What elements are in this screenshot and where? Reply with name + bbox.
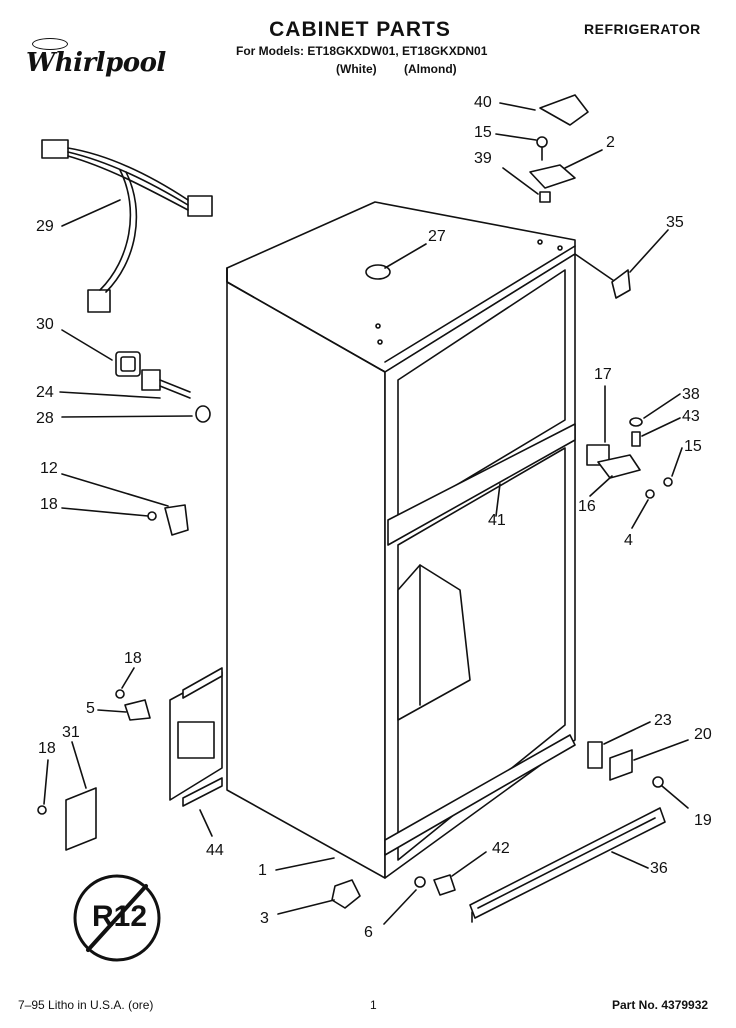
callout-18-lower: 18 xyxy=(38,740,56,757)
screw-6 xyxy=(414,876,426,888)
callout-12: 12 xyxy=(40,460,58,477)
screw-15-center xyxy=(663,477,673,487)
leveler-3 xyxy=(331,879,361,909)
hinge-pin-39 xyxy=(539,191,551,203)
cover-31 xyxy=(65,787,97,851)
callout-44: 44 xyxy=(206,842,224,859)
callout-35: 35 xyxy=(666,214,684,231)
callout-28: 28 xyxy=(36,410,54,427)
hole-plug-27 xyxy=(365,264,391,280)
callout-31: 31 xyxy=(62,724,80,741)
callout-15-center: 15 xyxy=(684,438,702,455)
callout-38: 38 xyxy=(682,386,700,403)
callout-20: 20 xyxy=(694,726,712,743)
screw-4 xyxy=(645,489,655,499)
callout-42: 42 xyxy=(492,840,510,857)
grommet-30 xyxy=(115,351,141,377)
brand-trademark-oval xyxy=(32,38,68,50)
color-almond: (Almond) xyxy=(404,62,457,76)
wire-harness-29 xyxy=(41,139,213,313)
bracket-5 xyxy=(124,699,151,721)
callout-3: 3 xyxy=(260,910,269,927)
bracket-23 xyxy=(587,741,603,769)
callout-23: 23 xyxy=(654,712,672,729)
callout-15-top: 15 xyxy=(474,124,492,141)
top-hinge-cover-40 xyxy=(539,94,589,126)
color-white: (White) xyxy=(336,62,377,76)
callout-2: 2 xyxy=(606,134,615,151)
r12-badge xyxy=(73,874,161,962)
model-numbers: For Models: ET18GKXDW01, ET18GKXDN01 xyxy=(236,44,488,58)
product-category: REFRIGERATOR xyxy=(584,21,701,37)
drain-tube-24 xyxy=(141,369,161,391)
callout-18-upper: 18 xyxy=(40,496,58,513)
r12-badge-label: R12 xyxy=(92,900,148,933)
callout-39: 39 xyxy=(474,150,492,167)
part-number: Part No. 4379932 xyxy=(612,998,709,1012)
callout-40: 40 xyxy=(474,94,492,111)
callout-4: 4 xyxy=(624,532,633,549)
page-number: 1 xyxy=(370,998,377,1012)
top-hinge-2 xyxy=(529,164,576,189)
callout-17: 17 xyxy=(594,366,612,383)
callout-19: 19 xyxy=(694,812,712,829)
bracket-20 xyxy=(609,749,633,781)
callout-5: 5 xyxy=(86,700,95,717)
callout-16: 16 xyxy=(578,498,596,515)
bracket-12 xyxy=(164,504,189,536)
callout-1: 1 xyxy=(258,862,267,879)
side-panel-44 xyxy=(169,667,223,807)
callout-41: 41 xyxy=(488,512,506,529)
trim-piece-35 xyxy=(611,269,631,299)
washer-38 xyxy=(629,417,643,427)
litho-note: 7–95 Litho in U.S.A. (ore) xyxy=(18,998,154,1012)
clip-42 xyxy=(433,874,456,896)
screw-19 xyxy=(652,776,664,788)
screw-18-lower xyxy=(37,805,47,815)
hinge-pin-43 xyxy=(631,431,641,447)
brand-logo: Whirlpool xyxy=(26,48,166,78)
screw-15-top xyxy=(536,136,548,161)
screw-18-upper xyxy=(147,511,157,521)
cabinet-body xyxy=(226,201,621,879)
washer-28 xyxy=(195,405,211,423)
callout-24: 24 xyxy=(36,384,54,401)
callout-18-middle: 18 xyxy=(124,650,142,667)
callout-43: 43 xyxy=(682,408,700,425)
callout-6: 6 xyxy=(364,924,373,941)
center-hinge-16 xyxy=(597,454,641,479)
callout-27: 27 xyxy=(428,228,446,245)
callout-30: 30 xyxy=(36,316,54,333)
toe-grille-36 xyxy=(469,807,666,923)
callout-leader-lines xyxy=(43,102,689,925)
page-title: CABINET PARTS xyxy=(269,18,451,41)
callout-29: 29 xyxy=(36,218,54,235)
screw-18-middle xyxy=(115,689,125,699)
callout-36: 36 xyxy=(650,860,668,877)
